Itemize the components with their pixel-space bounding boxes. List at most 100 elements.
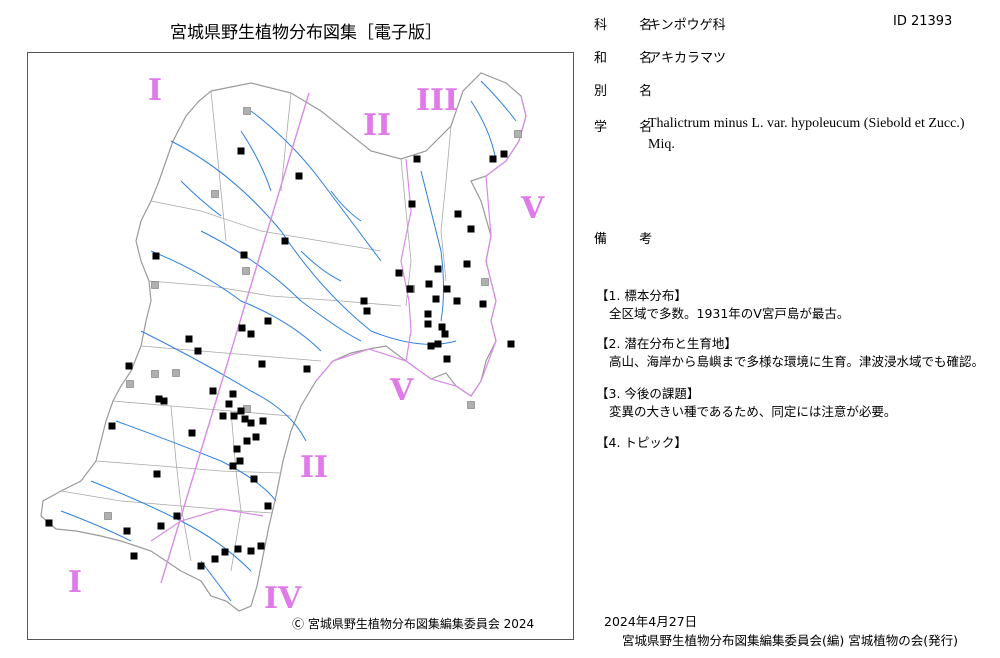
record-marker	[157, 522, 165, 530]
region-label-5-south: V	[390, 373, 414, 408]
record-marker	[434, 265, 442, 273]
japanese-name-label: 和 名	[594, 51, 667, 66]
record-marker	[467, 225, 475, 233]
record-marker	[233, 445, 241, 453]
record-marker	[303, 365, 311, 373]
rivers	[60, 80, 517, 602]
section-1-heading: 【1. 標本分布】	[596, 288, 687, 303]
record-marker	[229, 462, 237, 470]
record-marker	[153, 470, 161, 478]
region-label-2-north: II	[363, 108, 392, 143]
record-marker	[406, 285, 414, 293]
japanese-name-value: アキカラマツ	[648, 51, 727, 66]
record-marker	[243, 437, 251, 445]
record-marker	[463, 260, 471, 268]
record-marker	[130, 552, 138, 560]
region-label-5-east: V	[521, 191, 545, 226]
record-marker	[247, 330, 255, 338]
record-marker	[155, 395, 163, 403]
record-marker	[160, 397, 168, 405]
record-marker	[152, 252, 160, 260]
record-marker	[453, 297, 461, 305]
record-marker	[241, 415, 249, 423]
record-marker	[441, 330, 449, 338]
record-marker	[125, 362, 133, 370]
region-divider-line	[160, 92, 310, 584]
record-marker	[237, 407, 245, 415]
record-marker	[240, 251, 248, 259]
old-record-marker	[243, 405, 251, 413]
record-marker	[211, 555, 219, 563]
record-marker	[237, 147, 245, 155]
old-record-marker	[242, 267, 250, 275]
family-label: 科 名	[594, 18, 667, 33]
notes-label: 備 考	[594, 232, 667, 247]
section-3-heading: 【3. 今後の課題】	[596, 386, 700, 401]
record-marker	[108, 422, 116, 430]
record-marker	[507, 340, 515, 348]
record-marker	[479, 300, 487, 308]
record-marker	[238, 324, 246, 332]
region-label-1-north: I	[148, 73, 163, 108]
record-marker	[259, 417, 267, 425]
scientific-name-value: Thalictrum minus L. var. hypoleucum (Sie…	[648, 116, 965, 152]
record-marker	[408, 200, 416, 208]
record-marker	[234, 545, 242, 553]
record-marker	[252, 433, 260, 441]
old-record-marker	[172, 369, 180, 377]
region-boundary-ii-iv	[150, 508, 264, 542]
record-marker	[194, 347, 202, 355]
record-marker	[45, 519, 53, 527]
old-record-marker	[151, 370, 159, 378]
section-1-text: 全区域で多数。1931年のⅤ宮戸島が最古。	[609, 306, 850, 321]
record-marker	[500, 150, 508, 158]
record-marker	[230, 412, 238, 420]
record-marker	[197, 562, 205, 570]
record-marker	[225, 400, 233, 408]
record-marker	[229, 390, 237, 398]
record-marker	[434, 340, 442, 348]
record-marker	[424, 310, 432, 318]
publisher-credit: 宮城県野生植物分布図集編集委員会(編) 宮城植物の会(発行)	[622, 633, 958, 648]
map-title: 宮城県野生植物分布図集［電子版］	[170, 23, 442, 43]
record-marker	[281, 237, 289, 245]
region-label-4: IV	[264, 581, 302, 616]
old-record-marker	[211, 190, 219, 198]
record-marker	[438, 323, 446, 331]
record-marker	[219, 412, 227, 420]
region-label-2-south: II	[300, 450, 329, 485]
publication-date: 2024年4月27日	[604, 614, 698, 629]
section-3-text: 変異の大きい種であるため、同定には注意が必要。	[609, 404, 897, 419]
record-id: ID 21393	[893, 14, 953, 29]
map-frame: I II III V V II I IV	[27, 52, 574, 640]
record-marker	[247, 419, 255, 427]
old-record-marker	[104, 512, 112, 520]
record-marker	[264, 317, 272, 325]
old-record-marker	[481, 278, 489, 286]
region-label-3: III	[416, 83, 459, 118]
record-marker	[360, 297, 368, 305]
record-marker	[221, 548, 229, 556]
record-marker	[427, 342, 435, 350]
record-marker	[173, 512, 181, 520]
record-marker	[123, 527, 131, 535]
record-marker	[188, 429, 196, 437]
record-marker	[443, 285, 451, 293]
record-marker	[443, 355, 451, 363]
record-marker	[236, 457, 244, 465]
family-value: キンポウゲ科	[648, 18, 726, 33]
record-marker	[489, 155, 497, 163]
record-markers	[45, 107, 522, 570]
section-2-heading: 【2. 潜在分布と生育地】	[596, 336, 737, 351]
municipal-boundaries	[60, 90, 452, 572]
record-marker	[295, 172, 303, 180]
record-marker	[209, 387, 217, 395]
record-marker	[264, 502, 272, 510]
record-marker	[432, 295, 440, 303]
record-marker	[413, 155, 421, 163]
alias-label: 別 名	[594, 84, 667, 99]
region-label-1-south: I	[68, 565, 83, 600]
section-2-text: 高山、海岸から島嶼まで多様な環境に生育。津波浸水域でも確認。	[609, 354, 985, 369]
old-record-marker	[243, 107, 251, 115]
scientific-name-label: 学 名	[594, 120, 667, 135]
